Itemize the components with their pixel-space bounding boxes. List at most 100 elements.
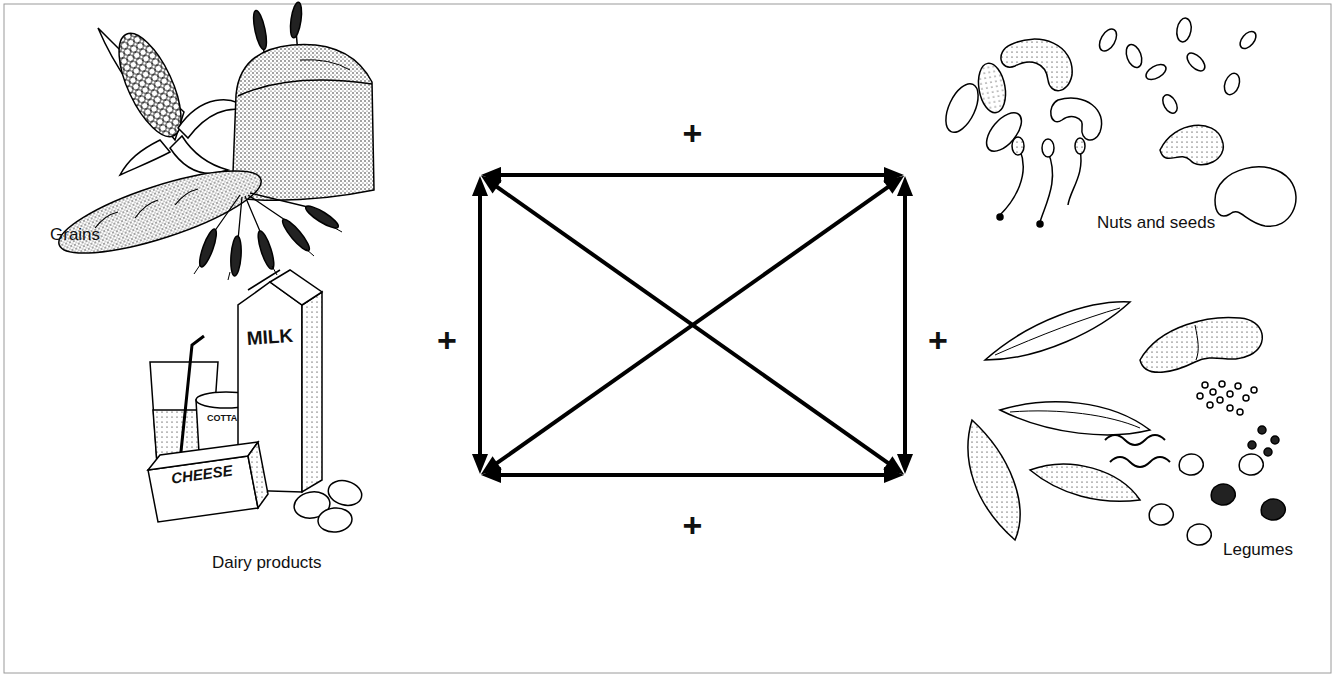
food-group: Dairy products: [130, 330, 480, 580]
illustration-part: [1184, 50, 1208, 74]
food-group: Grains: [40, 15, 480, 275]
illustration-part: [230, 236, 243, 277]
illustration-part: [1217, 397, 1223, 403]
illustration-part: [1227, 405, 1233, 411]
illustration-part: [194, 227, 342, 280]
illustration-part: [980, 107, 1028, 158]
illustration-part: [995, 308, 1120, 355]
illustration-part: [1215, 167, 1296, 226]
illustration-part: [302, 292, 322, 492]
illustration-part: [1235, 383, 1241, 389]
illustration-part: [1187, 524, 1211, 545]
combination-arrow: [478, 186, 482, 464]
plus-sign: +: [683, 508, 703, 542]
illustration-part: [1251, 387, 1257, 393]
illustration-part: [251, 9, 269, 50]
combination-arrow: [489, 181, 896, 468]
illustration-part: [1202, 382, 1208, 388]
illustration-part: [325, 477, 364, 509]
illustration-part: [1140, 317, 1262, 372]
combination-arrow: [903, 186, 907, 464]
illustration-part: [975, 61, 1009, 115]
illustration-part: [1175, 17, 1193, 43]
illustration-part: [1264, 448, 1272, 456]
illustration-part: [1037, 221, 1043, 227]
illustration-part: [1243, 395, 1249, 401]
illustration-part: [1219, 381, 1225, 387]
group-name: Nuts and seeds: [1097, 213, 1215, 233]
illustration-part: [196, 227, 219, 268]
illustration-part: [1160, 92, 1180, 115]
illustration-part: [1211, 484, 1235, 505]
illustration-part: [1261, 499, 1285, 520]
illustration-part: [1237, 28, 1259, 51]
illustration-part: [1123, 42, 1144, 69]
food-group: Nuts and seeds: [905, 15, 1305, 245]
illustration-part: [1068, 150, 1081, 205]
frame: [4, 4, 1331, 673]
illustration-part: [279, 216, 312, 253]
illustration-part: [1110, 457, 1170, 467]
illustration-part: [1239, 454, 1263, 475]
illustration-part: [255, 229, 277, 270]
group-name: Dairy products: [212, 553, 322, 573]
illustration-part: [1030, 464, 1140, 501]
plus-sign: +: [437, 323, 457, 357]
plus-sign: +: [683, 116, 703, 150]
illustration-part: [248, 442, 268, 508]
illustration-part: [270, 270, 322, 305]
illustration-part: [1042, 139, 1054, 157]
plus-sign: +: [928, 323, 948, 357]
group-name: Grains: [50, 225, 100, 245]
package-lettering: COTTA: [207, 413, 237, 423]
illustration-part: [1210, 389, 1216, 395]
illustration-part: [1000, 150, 1023, 215]
illustration-part: [1149, 504, 1173, 525]
illustration-part: [95, 189, 198, 228]
illustration-part: [985, 302, 1130, 360]
illustration-part: [1207, 402, 1213, 408]
food-group: Legumes: [905, 290, 1315, 575]
illustration-part: [1001, 39, 1072, 91]
illustration-part: [1222, 71, 1243, 96]
illustration-part: [968, 420, 1020, 540]
illustration-part: [303, 203, 341, 232]
illustration-part: [317, 507, 353, 534]
combination-arrow: [491, 173, 894, 177]
combination-arrow: [489, 181, 896, 468]
illustration-part: [1000, 402, 1150, 435]
illustration-part: [1105, 435, 1165, 445]
package-lettering: MILK: [246, 325, 294, 350]
illustration-part: [238, 80, 372, 96]
legumes-illustration: [968, 302, 1285, 545]
illustration-part: [1179, 454, 1203, 475]
group-name: Legumes: [1223, 540, 1293, 560]
illustration-part: [1227, 391, 1233, 397]
illustration-part: [289, 1, 304, 38]
illustration-part: [1051, 98, 1102, 140]
combination-arrow: [491, 473, 894, 477]
illustration-part: [1197, 393, 1203, 399]
illustration-part: [1195, 325, 1198, 360]
illustration-part: [300, 60, 350, 70]
illustration-part: [997, 214, 1003, 220]
illustration-part: [1248, 441, 1256, 449]
illustration-part: [1143, 61, 1168, 82]
illustration-part: [1258, 426, 1266, 434]
illustration-part: [1075, 138, 1085, 154]
illustration-part: [1271, 436, 1279, 444]
dairy-illustration: [148, 270, 365, 533]
illustration-part: [248, 270, 280, 290]
illustration-part: [1237, 409, 1243, 415]
illustration-part: [1010, 411, 1140, 428]
illustration-part: [1160, 125, 1223, 165]
illustration-part: [1096, 26, 1120, 54]
illustration-part: [1012, 137, 1024, 155]
illustration-part: [939, 79, 985, 137]
nuts-illustration: [939, 17, 1296, 227]
illustration-part: [120, 140, 170, 175]
illustration-part: [1040, 152, 1053, 222]
